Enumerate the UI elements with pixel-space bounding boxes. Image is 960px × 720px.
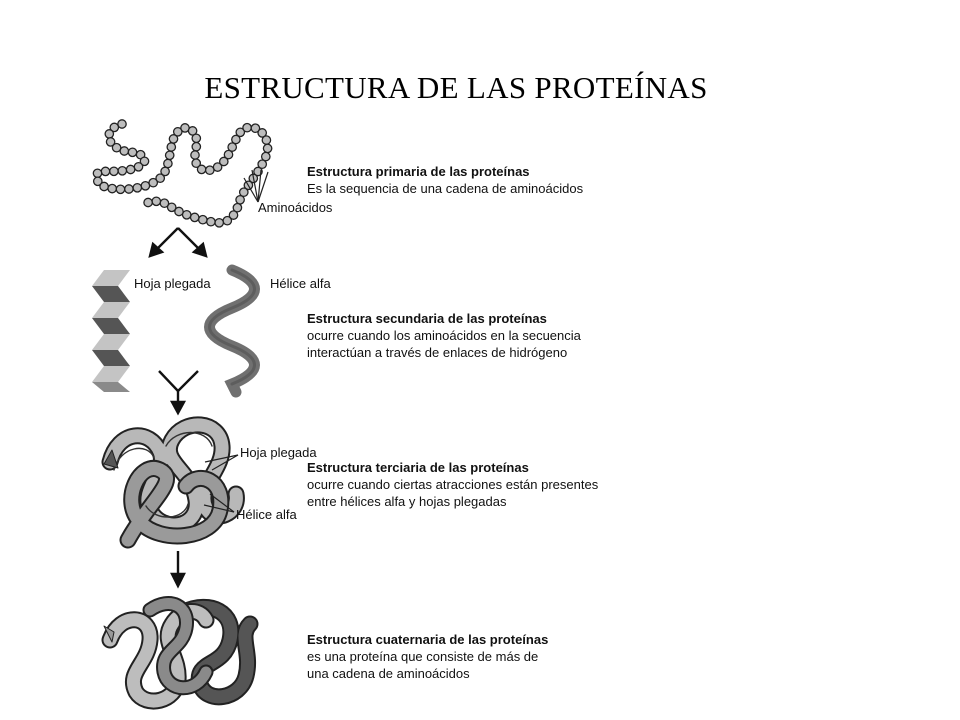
amino-acid-bead [228, 210, 239, 220]
tertiary-structure-line-1: ocurre cuando ciertas atracciones están … [307, 477, 599, 492]
amino-acid-bead [166, 142, 177, 152]
tertiary-structure-line-2: entre hélices alfa y hojas plegadas [307, 494, 507, 509]
amino-acid-bead [232, 202, 243, 213]
amino-acid-bead [159, 198, 170, 209]
amino-acid-bead [174, 206, 184, 217]
aminoacid-pointers [243, 169, 269, 203]
down-arrow [170, 551, 186, 589]
amino-acid-bead [109, 166, 119, 177]
amino-acid-bead [227, 142, 238, 152]
amino-acid-bead [92, 168, 103, 179]
amino-acid-bead [222, 215, 233, 226]
amino-acid-bead [99, 181, 109, 192]
amino-acid-bead [191, 158, 202, 169]
pleated-sheet [92, 270, 130, 392]
amino-acid-bead [155, 173, 166, 184]
tertiary-fold [101, 416, 245, 549]
amino-acid-bead [151, 196, 162, 207]
split-arrow [148, 227, 208, 258]
amino-acid-bead [261, 135, 272, 145]
amino-acid-bead [223, 149, 234, 160]
amino-acid-bead [105, 137, 116, 147]
amino-acid-bead [168, 134, 179, 144]
quaternary-structure-line-1: es una proteína que consiste de más de [307, 649, 539, 664]
quaternary-structure-text: Estructura cuaternaria de las proteínas … [307, 631, 548, 682]
amino-acid-bead [172, 126, 183, 137]
tertiary-pointers [203, 454, 239, 513]
amino-acid-bead [133, 161, 144, 172]
merge-arrow [158, 370, 199, 416]
amino-acid-bead [125, 164, 136, 175]
secondary-structure-text: Estructura secundaria de las proteínas o… [307, 310, 581, 361]
label-helice-alfa: Hélice alfa [270, 276, 331, 291]
amino-acid-bead [231, 134, 241, 145]
quaternary-structure-line-2: una cadena de aminoácidos [307, 666, 470, 681]
amino-acid-bead [119, 146, 130, 156]
amino-acid-bead [214, 217, 225, 228]
amino-acid-bead [235, 127, 246, 138]
amino-acid-bead [100, 166, 111, 177]
secondary-structure-line-1: ocurre cuando los aminoácidos en la secu… [307, 328, 581, 343]
tertiary-structure-text: Estructura terciaria de las proteínas oc… [307, 459, 598, 510]
secondary-structure-line-2: interactúan a través de enlaces de hidró… [307, 345, 568, 360]
label-hoja-plegada-tertiary: Hoja plegada [240, 445, 317, 460]
amino-acid-bead [235, 194, 245, 205]
amino-acid-bead [139, 156, 150, 167]
amino-acid-bead [160, 166, 170, 177]
amino-acid-bead [127, 147, 138, 158]
quaternary-structure [101, 596, 259, 710]
amino-acid-bead [117, 165, 128, 176]
amino-acid-bead [196, 164, 207, 175]
amino-acid-bead [148, 177, 159, 188]
slide-title: ESTRUCTURA DE LAS PROTEÍNAS [204, 70, 708, 105]
amino-acid-bead [250, 123, 261, 134]
amino-acid-bead [257, 128, 268, 138]
amino-acid-bead [124, 184, 134, 194]
amino-acid-bead [104, 129, 115, 139]
amino-acid-bead [115, 184, 126, 195]
amino-acid-chain [92, 119, 273, 228]
label-helice-alfa-tertiary: Hélice alfa [236, 507, 297, 522]
amino-acid-bead [242, 122, 252, 133]
amino-acid-bead [166, 202, 177, 213]
amino-acid-bead [163, 158, 173, 169]
amino-acid-bead [132, 182, 143, 193]
amino-acid-bead [92, 176, 103, 187]
amino-acid-bead [107, 183, 118, 194]
secondary-structure-heading: Estructura secundaria de las proteínas [307, 311, 547, 326]
amino-acid-bead [238, 187, 249, 198]
amino-acid-bead [191, 141, 202, 152]
amino-acid-bead [140, 180, 151, 191]
amino-acid-bead [212, 162, 223, 172]
quaternary-structure-heading: Estructura cuaternaria de las proteínas [307, 632, 549, 647]
amino-acid-bead [187, 126, 198, 136]
amino-acid-bead [109, 122, 120, 133]
amino-acid-bead [197, 214, 208, 225]
label-hoja-plegada: Hoja plegada [134, 276, 211, 291]
amino-acid-bead [206, 216, 216, 227]
amino-acid-bead [117, 119, 127, 129]
amino-acid-bead [262, 143, 273, 154]
amino-acid-bead [164, 150, 175, 161]
amino-acid-bead [257, 159, 268, 170]
amino-acid-bead [191, 133, 202, 144]
primary-structure-text: Estructura primaria de las proteínas Es … [307, 163, 583, 197]
amino-acid-bead [204, 165, 215, 176]
amino-acid-bead [218, 156, 229, 167]
label-aminoacidos: Aminoácidos [258, 200, 333, 215]
primary-structure-heading: Estructura primaria de las proteínas [307, 164, 530, 179]
alpha-helix [204, 264, 260, 398]
amino-acid-bead [260, 151, 271, 162]
primary-structure-line-1: Es la sequencia de una cadena de aminoác… [307, 181, 584, 196]
amino-acid-bead [143, 197, 153, 208]
amino-acid-bead [189, 212, 200, 223]
amino-acid-bead [190, 150, 200, 160]
tertiary-structure-heading: Estructura terciaria de las proteínas [307, 460, 529, 475]
